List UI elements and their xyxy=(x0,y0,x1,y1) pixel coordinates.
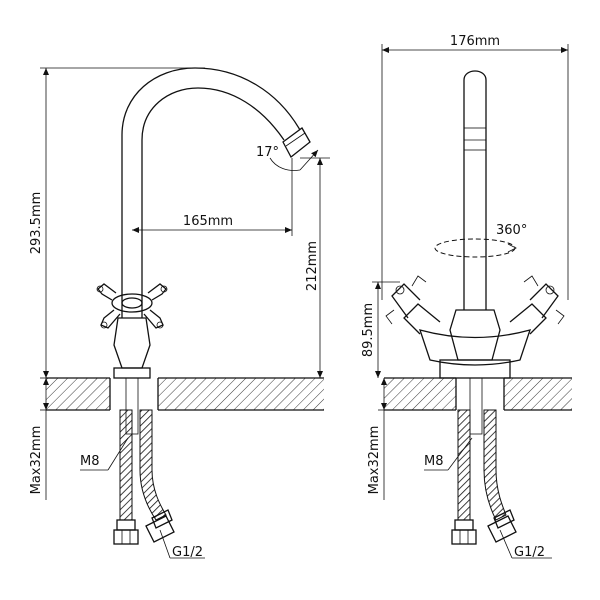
dim-spout-reach-label: 165mm xyxy=(183,214,233,229)
dim-total-height-label: 293.5mm xyxy=(29,192,44,255)
front-body xyxy=(418,309,532,379)
side-g12-callout: G1/2 xyxy=(159,529,205,560)
front-rotation-label: 360° xyxy=(496,223,527,238)
front-hoses xyxy=(451,377,517,545)
dim-tilt-angle-label: 17° xyxy=(256,145,279,160)
dim-handle-height-label: 89.5mm xyxy=(361,303,376,357)
dim-spout-reach: 165mm xyxy=(132,158,293,236)
dim-front-max-counter-label: Max32mm xyxy=(367,426,382,495)
front-m8-callout: M8 xyxy=(424,437,473,471)
dim-side-max-counter-label: Max32mm xyxy=(29,426,44,495)
front-right-handle xyxy=(509,275,565,335)
dim-side-max-counter: Max32mm xyxy=(29,378,52,500)
dim-front-width: 176mm xyxy=(381,34,569,300)
front-g12-callout: G1/2 xyxy=(499,529,552,560)
front-g12-label: G1/2 xyxy=(514,545,545,560)
side-view: 293.5mm 165mm 212mm 17° Max32mm xyxy=(29,67,330,560)
dim-front-max-counter: Max32mm xyxy=(367,378,390,500)
front-left-handle xyxy=(385,275,441,335)
front-view: 360° xyxy=(361,34,572,560)
side-spout xyxy=(121,67,311,318)
side-hoses xyxy=(113,377,175,545)
side-m8-callout: M8 xyxy=(80,437,129,471)
dim-handle-height: 89.5mm xyxy=(361,281,400,378)
front-countertop xyxy=(384,377,572,411)
dim-total-height: 293.5mm xyxy=(29,67,205,379)
dim-spout-height-label: 212mm xyxy=(305,241,320,291)
side-g12-label: G1/2 xyxy=(172,545,203,560)
dim-tilt-angle: 17° xyxy=(256,145,319,171)
dim-front-width-label: 176mm xyxy=(450,34,500,49)
side-m8-label: M8 xyxy=(80,454,100,469)
front-m8-label: M8 xyxy=(424,454,444,469)
front-spout: 360° xyxy=(434,70,527,310)
side-handle xyxy=(96,283,168,379)
dim-spout-height: 212mm xyxy=(300,157,330,378)
side-countertop xyxy=(46,377,324,411)
